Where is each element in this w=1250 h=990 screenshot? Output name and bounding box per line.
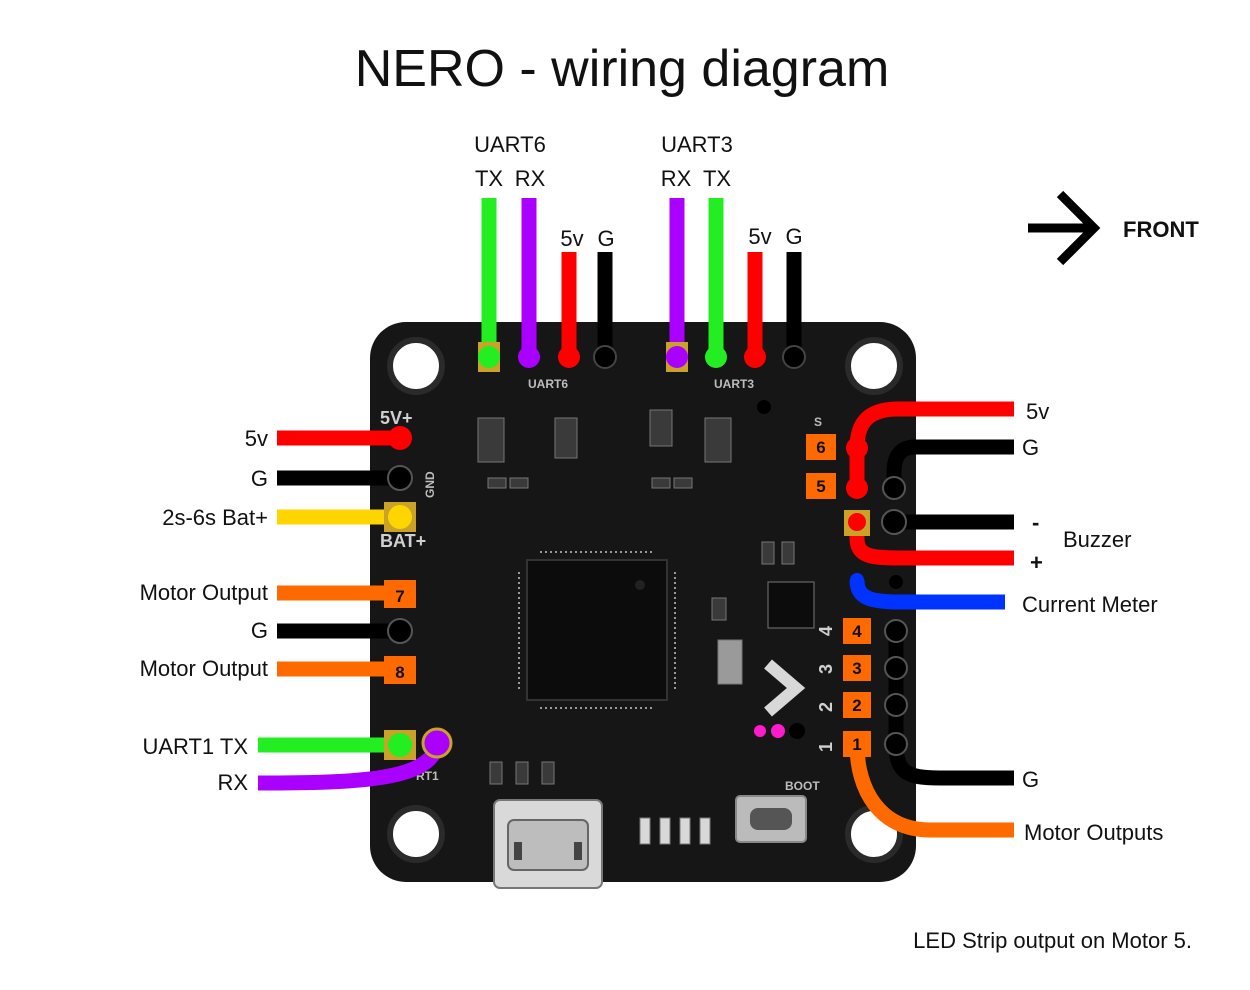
buzzer-label: Buzzer (1063, 527, 1131, 552)
uart3-rx-label: RX (661, 166, 692, 191)
top-pads (478, 342, 806, 372)
silk-5vplus: 5V+ (380, 408, 413, 428)
uart3-g-label: G (785, 224, 802, 249)
uart6-5v-label: 5v (560, 226, 583, 251)
left-g1-label: G (251, 466, 268, 491)
left-g2-label: G (251, 618, 268, 643)
pad-number-5: 5 (816, 477, 825, 496)
led-dot-5 (889, 575, 903, 589)
diagram-title: NERO - wiring diagram (355, 40, 890, 98)
pad-number-1: 1 (852, 735, 861, 754)
silk-gnd: GND (423, 471, 437, 498)
left-motor7-label: Motor Output (140, 580, 268, 605)
led-dot-3 (789, 723, 805, 739)
usb-port (493, 799, 603, 889)
flight-controller-board: BOOT 5V+ GND BAT+ UART6 UART3 RT1 S 1 2 … (370, 322, 916, 889)
left-wires (257, 430, 445, 791)
right-g-label: G (1022, 435, 1039, 460)
led-dot-1 (754, 725, 766, 737)
motor-outputs-label: Motor Outputs (1024, 820, 1163, 845)
silk-boot: BOOT (785, 779, 820, 793)
left-motor8-label: Motor Output (140, 656, 268, 681)
left-uart1-tx-label: UART1 TX (142, 734, 248, 759)
silk-n1: 1 (816, 742, 836, 752)
right-pads (806, 434, 908, 757)
boot-button (735, 795, 807, 843)
left-5v-label: 5v (245, 426, 268, 451)
right-g-motors-label: G (1022, 767, 1039, 792)
board-logo-icon (764, 659, 806, 717)
uart6-g-label: G (597, 226, 614, 251)
buzzer-minus-label: - (1032, 510, 1039, 535)
mount-hole-bl (387, 805, 445, 863)
mount-hole-tr (845, 337, 903, 395)
mount-hole-tl (387, 337, 445, 395)
silk-n3: 3 (816, 664, 836, 674)
left-bat-label: 2s-6s Bat+ (162, 505, 268, 530)
pad-number-2: 2 (852, 696, 861, 715)
pad-number-7: 7 (395, 587, 404, 606)
uart6-rx-label: RX (515, 166, 546, 191)
led-dot-4 (757, 400, 771, 414)
left-pads (384, 426, 453, 760)
silk-n2: 2 (816, 702, 836, 712)
silk-batplus: BAT+ (380, 531, 426, 551)
left-uart1-rx-label: RX (217, 770, 248, 795)
current-meter-label: Current Meter (1022, 592, 1158, 617)
led-dot-2 (771, 724, 785, 738)
silk-uart6: UART6 (528, 377, 568, 391)
smd-components (477, 409, 815, 845)
pad-number-3: 3 (852, 659, 861, 678)
uart3-port-label: UART3 (661, 132, 733, 157)
buzzer-plus-label: + (1030, 550, 1043, 575)
uart6-tx-label: TX (475, 166, 503, 191)
uart3-tx-label: TX (703, 166, 731, 191)
mcu-chip (518, 551, 676, 709)
top-wires (481, 198, 802, 352)
footnote: LED Strip output on Motor 5. (913, 928, 1192, 953)
silk-uart3: UART3 (714, 377, 754, 391)
right-5v-label: 5v (1026, 399, 1049, 424)
silk-n4: 4 (816, 626, 836, 636)
uart6-port-label: UART6 (474, 132, 546, 157)
uart3-5v-label: 5v (748, 224, 771, 249)
silk-s: S (814, 415, 822, 429)
front-label: FRONT (1123, 217, 1199, 242)
pad-number-8: 8 (395, 663, 404, 682)
pad-number-6: 6 (816, 438, 825, 457)
front-arrow-icon (1028, 190, 1101, 266)
pad-number-4: 4 (852, 622, 862, 641)
